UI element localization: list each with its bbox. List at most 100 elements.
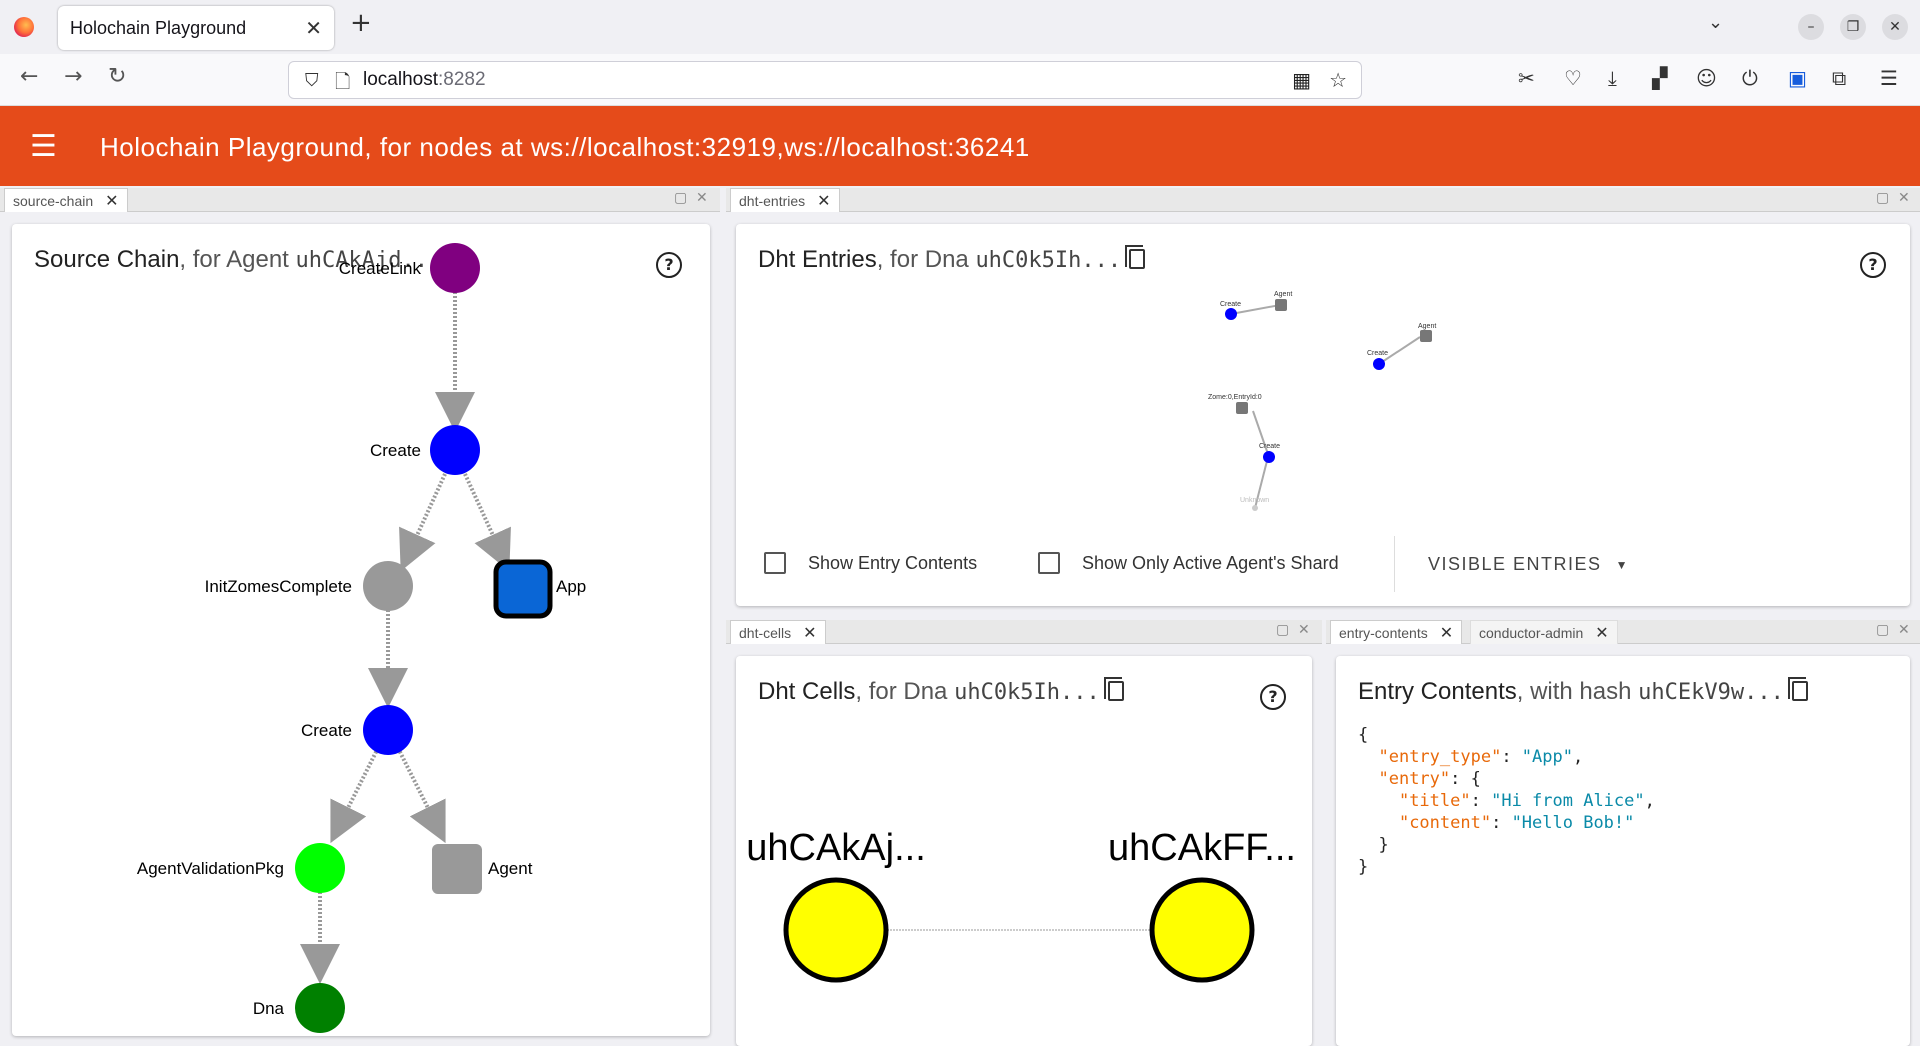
edge: [1378, 336, 1421, 365]
card-title: Source Chain: [34, 246, 180, 273]
extensions-grid-icon[interactable]: ▞: [1652, 66, 1668, 90]
reload-icon[interactable]: ↻: [108, 64, 127, 89]
node-create[interactable]: [363, 705, 413, 755]
node-create[interactable]: [430, 425, 480, 475]
entry-label: Create: [1259, 443, 1280, 450]
close-icon[interactable]: ✕: [1595, 624, 1609, 642]
node-init-zomes-complete[interactable]: [363, 561, 413, 611]
visible-entries-label: VISIBLE ENTRIES: [1428, 554, 1602, 574]
node-dna[interactable]: [295, 983, 345, 1033]
show-only-shard-checkbox[interactable]: [1038, 552, 1060, 574]
help-icon[interactable]: ?: [1860, 252, 1886, 278]
entry-node-unknown[interactable]: [1252, 505, 1258, 511]
restore-icon[interactable]: ❐: [1840, 14, 1866, 40]
bookmark-star-icon[interactable]: ☆: [1329, 68, 1347, 92]
maximize-icon[interactable]: ▢: [674, 190, 688, 206]
hamburger-menu-icon[interactable]: ☰: [1880, 66, 1898, 90]
json-key: "content": [1398, 813, 1492, 833]
entry-label: Unknown: [1240, 497, 1269, 504]
close-icon[interactable]: ✕: [105, 192, 119, 210]
browser-tabstrip: Holochain Playground ✕ + ⌄ – ❐ ✕: [0, 0, 1920, 54]
entry-node-agent[interactable]: [1275, 299, 1287, 311]
dht-cells-graph: uhCAkAj... uhCAkFF...: [746, 827, 1296, 983]
download-icon[interactable]: ⤓: [1608, 66, 1617, 90]
emoji-extension-icon[interactable]: ☺: [1696, 66, 1717, 90]
entry-hash: uhCEkV9w...: [1638, 680, 1784, 705]
close-icon[interactable]: ✕: [817, 192, 831, 210]
browser-tab-title: Holochain Playground: [70, 17, 247, 38]
help-icon[interactable]: ?: [656, 252, 682, 278]
entry-node-create[interactable]: [1263, 451, 1275, 463]
close-icon[interactable]: ✕: [696, 190, 708, 206]
edge: [1254, 456, 1269, 509]
source-chain-title: Source Chain, for Agent uhCAkAjd...: [34, 245, 466, 274]
close-tab-icon[interactable]: ✕: [305, 16, 322, 40]
close-icon[interactable]: ✕: [1898, 190, 1910, 206]
tab-dht-cells[interactable]: dht-cells✕: [730, 620, 826, 644]
page-title: Holochain Playground, for nodes at ws://…: [100, 132, 1030, 162]
show-only-shard-control[interactable]: Show Only Active Agent's Shard: [1038, 552, 1339, 574]
app-header: ☰ Holochain Playground, for nodes at ws:…: [0, 106, 1920, 186]
entry-node-app[interactable]: [1236, 402, 1248, 414]
minimize-icon[interactable]: –: [1798, 14, 1824, 40]
show-entry-contents-checkbox[interactable]: [764, 552, 786, 574]
cell-label: uhCAkFF...: [1108, 827, 1296, 869]
tab-label: dht-entries: [739, 192, 806, 209]
node-agent-validation-pkg[interactable]: [295, 843, 345, 893]
forward-icon[interactable]: →: [64, 64, 83, 89]
node-label: Create: [301, 721, 352, 740]
browser-tab[interactable]: Holochain Playground ✕: [58, 6, 334, 50]
card-subtitle: , for Dna: [855, 678, 955, 705]
edge: [330, 747, 380, 844]
cell-node[interactable]: [783, 877, 889, 983]
copy-icon[interactable]: [1103, 677, 1124, 701]
dht-cells-card: Dht Cells, for Dna uhC0k5Ih... ? uhCAkAj…: [736, 656, 1312, 1046]
show-only-shard-label: Show Only Active Agent's Shard: [1082, 552, 1339, 573]
entry-node-agent[interactable]: [1420, 330, 1432, 342]
json-key: "entry": [1378, 769, 1451, 789]
maximize-icon[interactable]: ▢: [1276, 622, 1290, 638]
cell-node[interactable]: [1149, 877, 1255, 983]
bitwarden-icon[interactable]: ▣: [1788, 66, 1807, 90]
close-icon[interactable]: ✕: [1898, 622, 1910, 638]
dht-entries-tabbar: dht-entries ✕ ▢ ✕: [726, 188, 1920, 212]
close-icon[interactable]: ✕: [803, 624, 817, 642]
power-icon[interactable]: ⏻: [1742, 66, 1758, 90]
copy-icon[interactable]: [1125, 245, 1146, 269]
divider: [1394, 536, 1395, 592]
tab-dht-entries[interactable]: dht-entries ✕: [730, 188, 840, 212]
show-entry-contents-control[interactable]: Show Entry Contents: [764, 552, 977, 574]
close-icon[interactable]: ✕: [1439, 624, 1454, 642]
tab-entry-contents[interactable]: entry-contents✕: [1330, 620, 1463, 644]
menu-icon[interactable]: ☰: [30, 129, 57, 164]
url-bar[interactable]: ⛉ 🗋 localhost :8282 ▦ ☆: [288, 61, 1362, 99]
json-key: "entry_type": [1378, 747, 1502, 767]
entry-node-create[interactable]: [1373, 358, 1385, 370]
close-window-icon[interactable]: ✕: [1882, 14, 1908, 40]
visible-entries-dropdown[interactable]: VISIBLE ENTRIES ▼: [1428, 554, 1629, 575]
node-app[interactable]: [493, 559, 553, 619]
screenshot-icon[interactable]: ✂: [1518, 66, 1535, 90]
tab-source-chain[interactable]: source-chain✕: [4, 188, 128, 212]
back-icon[interactable]: ←: [20, 64, 39, 89]
pocket-icon[interactable]: ♡: [1564, 66, 1582, 90]
json-brace: {: [1358, 725, 1369, 745]
dht-entries-graph: Create Agent Agent Create Zome:0,EntryId…: [1208, 291, 1436, 511]
dht-cells-tabbar: dht-cells✕ ▢ ✕: [726, 620, 1322, 644]
node-agent[interactable]: [432, 844, 482, 894]
maximize-icon[interactable]: ▢: [1876, 622, 1890, 638]
shield-icon[interactable]: ⛉: [305, 70, 319, 91]
copy-icon[interactable]: [1787, 677, 1808, 701]
close-icon[interactable]: ✕: [1298, 622, 1310, 638]
tab-conductor-admin[interactable]: conductor-admin ✕: [1470, 620, 1618, 644]
new-tab-icon[interactable]: +: [350, 8, 372, 38]
entry-node-create[interactable]: [1225, 308, 1237, 320]
tab-label: conductor-admin: [1479, 624, 1584, 641]
help-icon[interactable]: ?: [1260, 684, 1286, 710]
chevron-down-icon[interactable]: ⌄: [1708, 12, 1724, 33]
node-create-link[interactable]: [430, 243, 480, 293]
maximize-icon[interactable]: ▢: [1876, 190, 1890, 206]
card-subtitle: , for Dna: [876, 246, 976, 273]
puzzle-icon[interactable]: ⧉: [1832, 66, 1847, 90]
qr-code-icon[interactable]: ▦: [1292, 68, 1311, 92]
